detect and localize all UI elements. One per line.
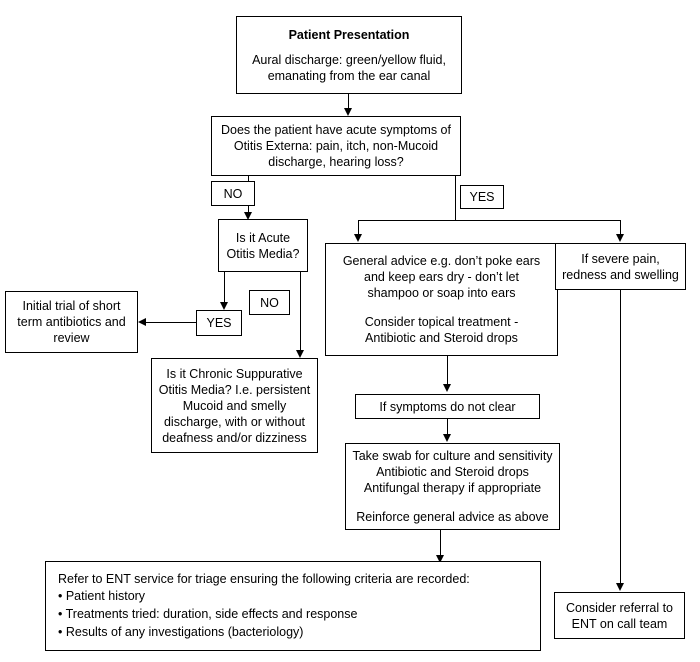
- arrowhead-aom-yes: [220, 302, 228, 310]
- list-item: • Patient history: [58, 589, 146, 603]
- node-consider-referral-ent-on-call: Consider referral to ENT on call team: [554, 592, 685, 639]
- node-general-advice: General advice e.g. don’t poke ears and …: [325, 243, 558, 356]
- list-item: • Treatments tried: duration, side effec…: [58, 607, 358, 621]
- refer-ent-criteria-list: • Patient history • Treatments tried: du…: [58, 587, 357, 641]
- symptoms-not-clear-body: If symptoms do not clear: [379, 399, 516, 414]
- arrowhead-symptoms-to-swab: [443, 434, 451, 442]
- node-patient-presentation: Patient Presentation Aural discharge: gr…: [236, 16, 462, 94]
- arrowhead-presentation-to-oe: [344, 108, 352, 116]
- arrowhead-severe-pain-to-consider-referral: [616, 583, 624, 591]
- connector-severe-pain-to-consider-referral: [620, 290, 621, 585]
- consider-referral-body: Consider referral to ENT on call team: [566, 600, 673, 631]
- connector-oe-yes-stem: [455, 176, 456, 220]
- patient-presentation-body: Aural discharge: green/yellow fluid, ema…: [252, 52, 446, 83]
- otitis-externa-question-body: Does the patient have acute symptoms of …: [221, 123, 451, 169]
- connector-oe-yes-crossbar: [358, 220, 621, 221]
- general-advice-para-1: General advice e.g. don’t poke ears and …: [342, 254, 541, 300]
- node-chronic-suppurative-otitis-media: Is it Chronic Suppurative Otitis Media? …: [151, 358, 318, 453]
- take-swab-para-1: Take swab for culture and sensitivity An…: [352, 449, 553, 495]
- node-severe-pain: If severe pain, redness and swelling: [555, 243, 686, 290]
- label-no-acute-otitis-media: NO: [249, 290, 290, 315]
- node-take-swab: Take swab for culture and sensitivity An…: [345, 443, 560, 530]
- connector-aom-no-stem: [300, 272, 301, 352]
- refer-ent-heading: Refer to ENT service for triage ensuring…: [58, 572, 470, 586]
- node-refer-ent-service: Refer to ENT service for triage ensuring…: [45, 561, 541, 651]
- general-advice-para-2: Consider topical treatment - Antibiotic …: [364, 315, 519, 345]
- connector-yes-to-severe-pain: [620, 220, 621, 236]
- label-yes-acute-otitis-media: YES: [196, 310, 242, 336]
- connector-symptoms-to-swab: [447, 419, 448, 436]
- chronic-suppurative-body: Is it Chronic Suppurative Otitis Media? …: [158, 366, 311, 445]
- patient-presentation-title: Patient Presentation: [288, 27, 410, 42]
- connector-presentation-to-oe: [348, 94, 349, 110]
- initial-trial-body: Initial trial of short term antibiotics …: [17, 299, 126, 345]
- arrowhead-aom-no: [296, 350, 304, 358]
- label-no-otitis-externa: NO: [211, 181, 255, 206]
- arrowhead-yes-to-initial-trial: [138, 318, 146, 326]
- arrowhead-oe-no-branch: [244, 212, 252, 220]
- connector-yes-to-general-advice: [358, 220, 359, 236]
- connector-general-advice-to-symptoms: [447, 356, 448, 386]
- arrowhead-swab-to-refer-ent: [436, 555, 444, 563]
- node-acute-otitis-media-question: Is it Acute Otitis Media?: [218, 219, 308, 272]
- list-item: • Results of any investigations (bacteri…: [58, 625, 304, 639]
- label-yes-otitis-externa: YES: [460, 185, 504, 209]
- arrowhead-yes-to-severe-pain: [616, 234, 624, 242]
- connector-swab-to-refer-ent: [440, 530, 441, 557]
- node-initial-trial-antibiotics: Initial trial of short term antibiotics …: [5, 291, 138, 353]
- node-symptoms-not-clear: If symptoms do not clear: [355, 394, 540, 419]
- acute-otitis-media-question-body: Is it Acute Otitis Media?: [226, 230, 300, 261]
- node-otitis-externa-question: Does the patient have acute symptoms of …: [211, 116, 461, 176]
- arrowhead-general-advice-to-symptoms: [443, 384, 451, 392]
- severe-pain-body: If severe pain, redness and swelling: [562, 251, 679, 282]
- take-swab-para-2: Reinforce general advice as above: [356, 510, 549, 524]
- arrowhead-yes-to-general-advice: [354, 234, 362, 242]
- connector-aom-yes-stem: [224, 272, 225, 304]
- connector-yes-to-initial-trial: [146, 322, 196, 323]
